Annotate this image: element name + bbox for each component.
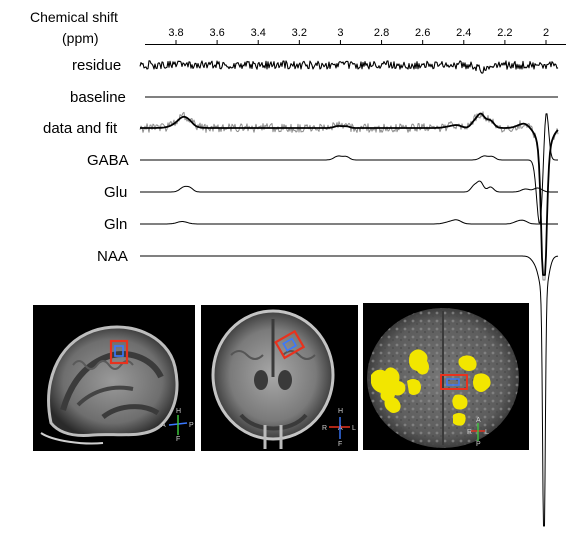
residue-trace bbox=[139, 60, 559, 74]
svg-text:L: L bbox=[485, 429, 489, 436]
svg-text:A: A bbox=[476, 417, 481, 424]
traces bbox=[139, 60, 559, 527]
gln-trace bbox=[140, 219, 558, 225]
fit-trace bbox=[140, 112, 559, 276]
series-label-6: NAA bbox=[97, 248, 128, 265]
x-axis-title-line1: Chemical shift bbox=[30, 9, 118, 25]
x-tick-label: 3.6 bbox=[209, 27, 224, 39]
svg-text:L: L bbox=[352, 425, 356, 432]
mri-coronal-image: H R A L F bbox=[201, 305, 358, 451]
series-label-4: Glu bbox=[104, 184, 127, 201]
x-tick-label: 2.2 bbox=[497, 27, 512, 39]
svg-text:F: F bbox=[338, 441, 342, 448]
naa-trace bbox=[140, 255, 559, 527]
x-tick-label: 3.4 bbox=[251, 27, 266, 39]
mri-sagittal-image: H A P F bbox=[33, 305, 195, 451]
gaba-trace bbox=[140, 113, 558, 224]
series-label-0: residue bbox=[72, 57, 121, 74]
svg-text:F: F bbox=[176, 436, 180, 443]
x-tick-label: 3.8 bbox=[168, 27, 183, 39]
svg-text:P: P bbox=[476, 441, 481, 448]
glu-trace bbox=[140, 180, 558, 193]
x-tick-label: 3.2 bbox=[292, 27, 307, 39]
x-tick-label: 3 bbox=[337, 27, 343, 39]
svg-text:H: H bbox=[338, 408, 343, 415]
svg-text:R: R bbox=[467, 429, 472, 436]
svg-text:R: R bbox=[322, 425, 327, 432]
x-tick-label: 2.8 bbox=[374, 27, 389, 39]
x-tick-label: 2.4 bbox=[456, 27, 471, 39]
data-trace bbox=[139, 111, 559, 281]
fmri-activation-image: A R L P bbox=[363, 303, 529, 450]
series-label-5: Gln bbox=[104, 216, 127, 233]
x-axis-title-line2: (ppm) bbox=[62, 30, 99, 46]
series-label-1: baseline bbox=[70, 89, 126, 106]
x-tick-label: 2 bbox=[543, 27, 549, 39]
svg-text:A: A bbox=[161, 422, 166, 429]
voxel-box bbox=[440, 374, 468, 390]
voxel-box bbox=[109, 339, 129, 365]
activation-clusters bbox=[371, 349, 491, 426]
x-tick-label: 2.6 bbox=[415, 27, 430, 39]
x-axis-ticks: 3.8 3.6 3.4 3.2 3 2.8 2.6 2.4 2.2 2 bbox=[168, 27, 549, 45]
series-label-3: GABA bbox=[87, 152, 129, 169]
svg-text:P: P bbox=[189, 422, 194, 429]
voxel-box bbox=[274, 329, 306, 360]
svg-text:H: H bbox=[176, 408, 181, 415]
series-label-2: data and fit bbox=[43, 120, 118, 137]
